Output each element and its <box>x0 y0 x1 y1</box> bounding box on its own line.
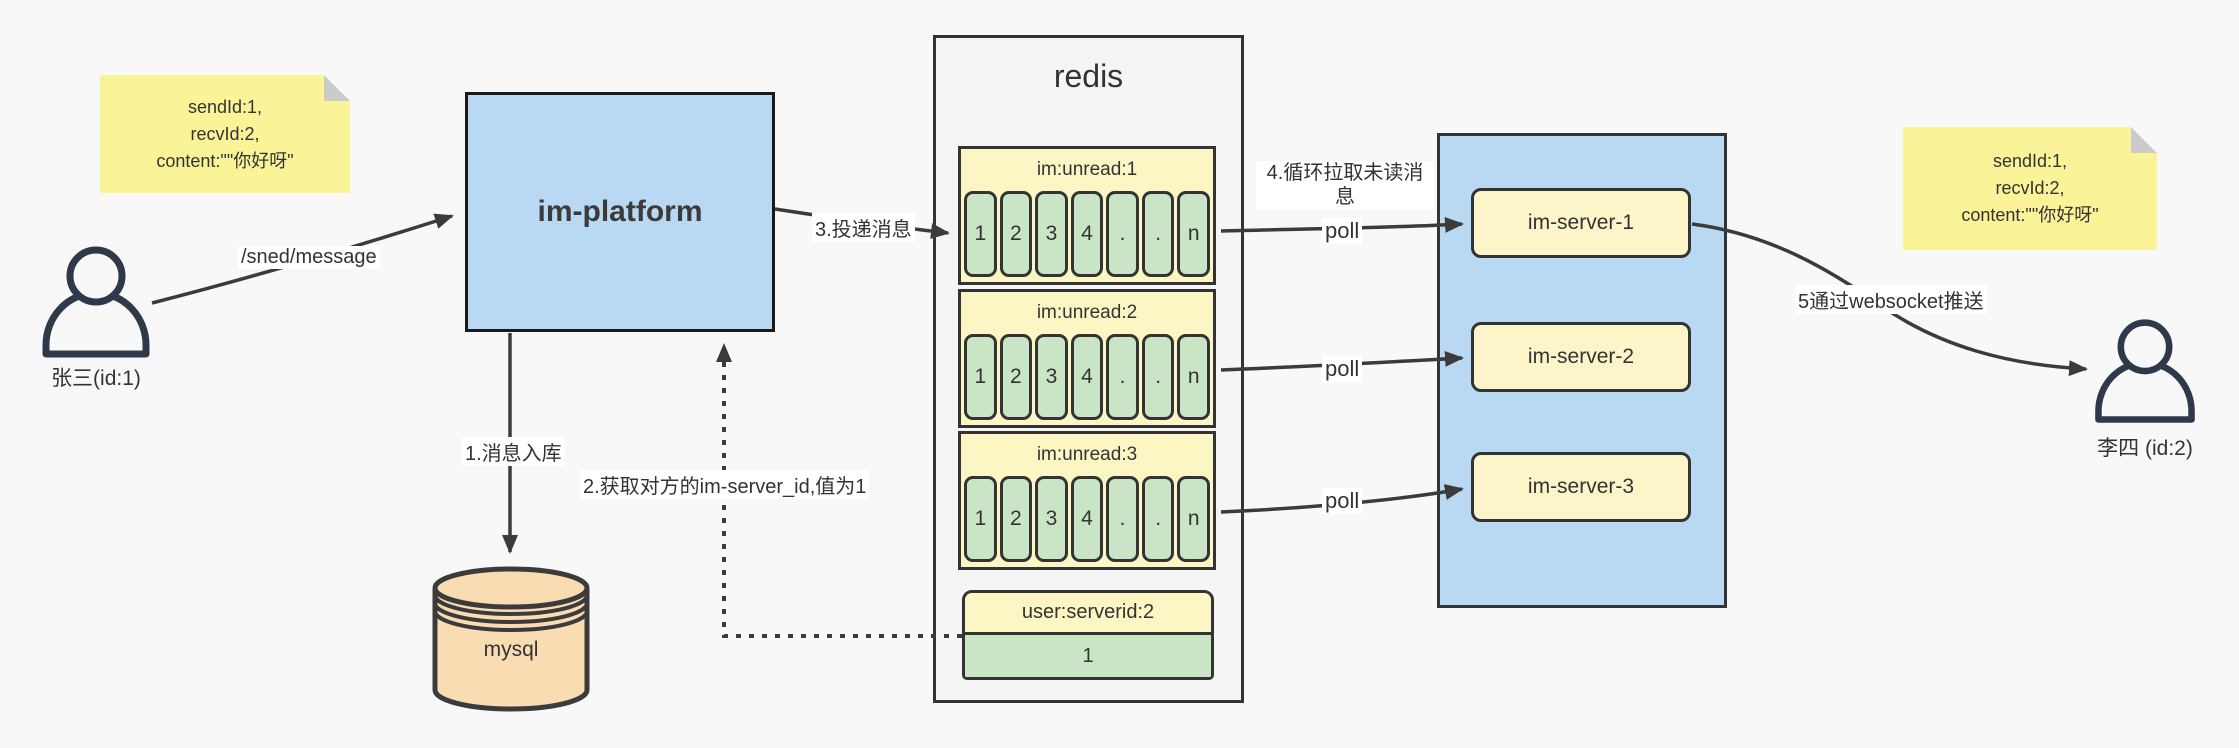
receiver-avatar-icon <box>2095 319 2195 423</box>
queue-cell: 2 <box>999 476 1033 562</box>
queue-cell: . <box>1106 191 1139 277</box>
sticky-note-right: sendId:1, recvId:2, content:""你好呀" <box>1903 127 2157 250</box>
queue-cell: n <box>1177 334 1211 420</box>
queue-cell: n <box>1177 191 1211 277</box>
queue-cell: . <box>1106 334 1139 420</box>
im-server-label: im-server-3 <box>1527 475 1635 498</box>
queue-cell: . <box>1141 334 1175 420</box>
queue-cell: . <box>1106 476 1139 562</box>
im-server-label: im-server-2 <box>1527 345 1635 368</box>
sender-label: 张三(id:1) <box>51 367 141 390</box>
note-fold-icon <box>324 75 350 101</box>
queue-cell: 2 <box>999 191 1033 277</box>
note-fold-icon <box>2131 127 2157 153</box>
label-poll-2: poll <box>1322 356 1363 382</box>
note-line: recvId:2, <box>190 123 260 144</box>
im-server-3-box: im-server-3 <box>1471 452 1691 522</box>
kv-value: 1 <box>965 635 1211 677</box>
queue-title: im:unread:3 <box>1036 444 1138 465</box>
label-step3: 3.投递消息 <box>812 213 915 242</box>
note-line: recvId:2, <box>1995 178 2065 198</box>
redis-container: redis im:unread:1 1 2 3 4 . . n im:unrea… <box>933 35 1244 703</box>
queue-cell: . <box>1141 191 1175 277</box>
sticky-note-left: sendId:1, recvId:2, content:""你好呀" <box>100 75 350 193</box>
label-send-api: /sned/message <box>238 246 380 269</box>
note-line: content:""你好呀" <box>156 150 294 171</box>
queue-cells: 1 2 3 4 . . n <box>961 191 1213 282</box>
queue-im-unread-2: im:unread:2 1 2 3 4 . . n <box>958 289 1216 428</box>
im-server-cluster: im-server-1 im-server-2 im-server-3 <box>1437 133 1727 608</box>
queue-cell: 4 <box>1070 191 1104 277</box>
label-step2: 2.获取对方的im-server_id,值为1 <box>580 470 870 499</box>
label-step5: 5通过websocket推送 <box>1795 285 1987 314</box>
queue-cells: 1 2 3 4 . . n <box>961 334 1213 425</box>
queue-cell: 4 <box>1070 334 1104 420</box>
im-server-2-box: im-server-2 <box>1471 322 1691 392</box>
queue-cell: 1 <box>964 191 997 277</box>
queue-cell: 2 <box>999 334 1033 420</box>
kv-title: user:serverid:2 <box>965 593 1211 635</box>
receiver-label: 李四 (id:2) <box>2097 437 2193 460</box>
queue-title: im:unread:1 <box>1036 159 1138 180</box>
redis-title: redis <box>1053 58 1124 94</box>
note-line: content:""你好呀" <box>1961 205 2099 225</box>
note-line: sendId:1, <box>187 96 263 117</box>
kv-user-serverid-box: user:serverid:2 1 <box>962 590 1214 680</box>
queue-im-unread-3: im:unread:3 1 2 3 4 . . n <box>958 431 1216 570</box>
queue-cells: 1 2 3 4 . . n <box>961 476 1213 567</box>
queue-cell: 3 <box>1035 476 1068 562</box>
im-platform-box: im-platform <box>465 92 775 332</box>
mysql-label: mysql <box>483 638 539 661</box>
queue-title: im:unread:2 <box>1036 302 1138 323</box>
queue-im-unread-1: im:unread:1 1 2 3 4 . . n <box>958 146 1216 285</box>
im-server-1-box: im-server-1 <box>1471 188 1691 258</box>
queue-cell: 3 <box>1035 334 1068 420</box>
note-line: sendId:1, <box>1992 151 2068 171</box>
label-step1: 1.消息入库 <box>462 437 565 466</box>
queue-cell: 4 <box>1070 476 1104 562</box>
label-step4: 4.循环拉取未读消息 <box>1256 161 1434 209</box>
sender-avatar-icon <box>42 246 150 358</box>
im-server-label: im-server-1 <box>1527 211 1635 234</box>
queue-cell: 1 <box>964 334 997 420</box>
mysql-cylinder-icon <box>432 566 590 712</box>
queue-cell: 1 <box>964 476 997 562</box>
im-platform-label: im-platform <box>537 195 703 228</box>
label-poll-1: poll <box>1322 218 1363 244</box>
queue-cell: 3 <box>1035 191 1068 277</box>
queue-cell: . <box>1141 476 1175 562</box>
queue-cell: n <box>1177 476 1211 562</box>
label-poll-3: poll <box>1322 488 1363 514</box>
